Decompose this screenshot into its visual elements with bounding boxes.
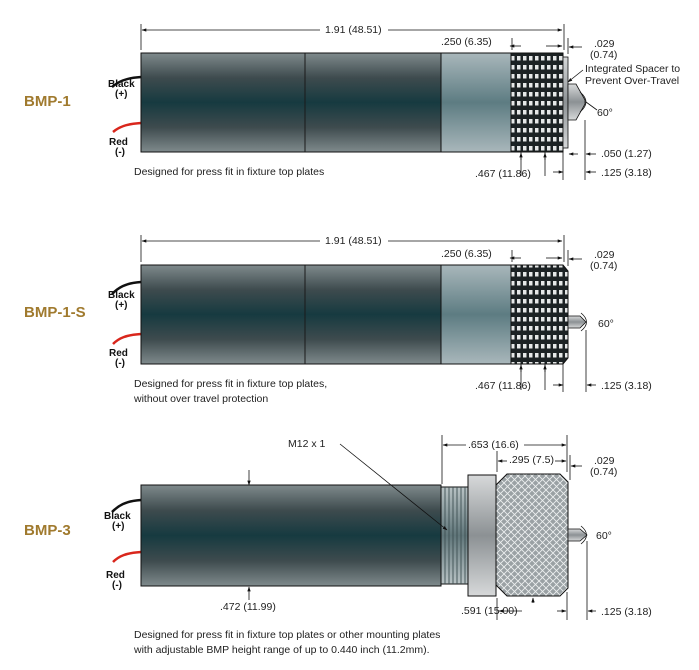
bmp-3-dim-029-mm: (0.74) (590, 466, 617, 478)
vent-slots (510, 264, 569, 365)
lock-nut (467, 474, 497, 597)
bmp-3-dim-591: .591 (15.00) (461, 605, 518, 617)
red-wire-sign: (-) (112, 580, 122, 591)
black-wire-sign: (+) (115, 89, 128, 100)
red-wire-sign: (-) (115, 147, 125, 158)
bmp-1-dim-029: .029 (594, 38, 615, 50)
vent-slots (510, 52, 564, 153)
bmp-1-angle: 60° (597, 107, 613, 119)
bmp-1-dim-029-mm: (0.74) (590, 49, 617, 61)
red-wire-label: Red (109, 137, 128, 148)
bmp-3-drawing: BMP-3 Black (+) Red (-) M12 x 1 .653 (16… (24, 435, 652, 656)
integrated-spacer (562, 56, 569, 149)
black-wire-label: Black (108, 290, 135, 301)
bmp-3-thread-label: M12 x 1 (288, 438, 326, 450)
sensor-body (140, 264, 442, 365)
bmp-1-dim-125: .125 (3.18) (601, 167, 652, 179)
bmp-1-overall-length: 1.91 (48.51) (325, 24, 382, 36)
red-wire (112, 121, 142, 133)
contact-tip (567, 83, 586, 121)
bmp-3-dim-295: .295 (7.5) (509, 454, 554, 466)
red-wire-label: Red (106, 570, 125, 581)
black-wire (111, 280, 142, 295)
bmp-1-s-drawing: BMP-1-S Black (+) Red (-) 1.91 (48.51) .… (24, 235, 652, 405)
bmp-1-label: BMP-1 (24, 93, 71, 110)
bmp-1-s-dim-029-mm: (0.74) (590, 260, 617, 272)
bmp-1-dim-250: .250 (6.35) (441, 36, 492, 48)
bmp-3-dim-653: .653 (16.6) (468, 439, 519, 451)
thread-lines (444, 487, 466, 584)
bmp-3-dim-029: .029 (594, 455, 615, 467)
bmp-1-s-note-2: without over travel protection (133, 393, 268, 405)
bmp-1-s-label: BMP-1-S (24, 304, 86, 321)
m12-thread (440, 486, 469, 585)
bmp-1-s-note-1: Designed for press fit in fixture top pl… (134, 378, 327, 390)
bmp-1-note: Designed for press fit in fixture top pl… (134, 166, 324, 178)
sensor-body (140, 484, 442, 587)
bmp-3-angle: 60° (596, 530, 612, 542)
bmp-1-s-dim-250: .250 (6.35) (441, 248, 492, 260)
bmp-1-s-angle: 60° (598, 318, 614, 330)
contact-tip (567, 528, 588, 542)
sensor-collar (440, 264, 512, 365)
bmp-1-s-dim-467: .467 (11.86) (475, 380, 531, 392)
red-wire-sign: (-) (115, 358, 125, 369)
bmp-1-drawing: BMP-1 Black (+) Red (-) 1.91 (48.51) .25… (24, 24, 680, 180)
black-wire-label: Black (108, 79, 135, 90)
sensor-body (140, 52, 442, 153)
bmp-3-note-2: with adjustable BMP height range of up t… (133, 644, 430, 656)
bmp-1-spacer-note-1: Integrated Spacer to (585, 63, 680, 75)
contact-tip (567, 315, 587, 329)
black-wire-label: Black (104, 511, 131, 522)
knurled-cap (495, 473, 569, 597)
black-wire-sign: (+) (112, 521, 125, 532)
red-wire (112, 550, 142, 563)
black-wire (111, 498, 142, 513)
bmp-3-label: BMP-3 (24, 522, 71, 539)
bmp-1-s-dim-125: .125 (3.18) (601, 380, 652, 392)
bmp-3-note-1: Designed for press fit in fixture top pl… (134, 629, 440, 641)
bmp-1-s-overall-length: 1.91 (48.51) (325, 235, 382, 247)
red-wire (112, 332, 142, 345)
sensor-collar (440, 52, 512, 153)
black-wire-sign: (+) (115, 300, 128, 311)
bmp-1-spacer-note-2: Prevent Over-Travel (585, 75, 679, 87)
bmp-3-dim-472: .472 (11.99) (220, 601, 276, 613)
bmp-1-dim-050: .050 (1.27) (601, 148, 652, 160)
bmp-1-dim-467: .467 (11.86) (475, 168, 531, 180)
bmp-3-dim-125: .125 (3.18) (601, 606, 652, 618)
bmp-1-s-dim-029: .029 (594, 249, 615, 261)
black-wire (111, 75, 142, 88)
red-wire-label: Red (109, 348, 128, 359)
